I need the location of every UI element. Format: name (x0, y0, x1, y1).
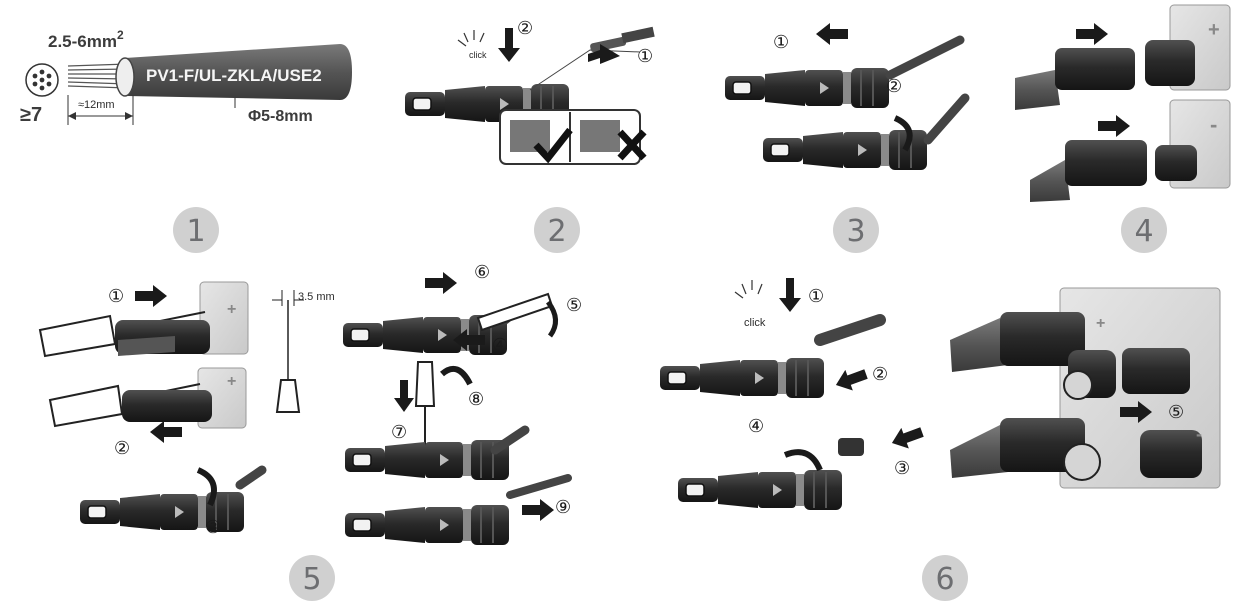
step2-click-label: click (469, 50, 487, 60)
step5-marker-9: ⑨ (555, 497, 571, 518)
correct-check-icon (533, 127, 573, 164)
cable-type-label: PV1-F/UL-ZKLA/USE2 (146, 66, 322, 85)
step5-marker-7: ⑦ (391, 422, 407, 443)
cross-section-label: 2.5-6mm2 (48, 28, 124, 51)
svg-text:4: 4 (1134, 214, 1153, 249)
svg-text:1: 1 (186, 214, 205, 249)
step6-minus-sign: - (1196, 424, 1202, 444)
step3-marker-2: ② (886, 76, 902, 97)
step5-marker-1: ① (108, 286, 124, 307)
step6-marker-3: ③ (894, 458, 910, 479)
incorrect-cross-icon (617, 129, 647, 161)
step2-illustration (404, 26, 655, 165)
step5-marker-6: ⑥ (474, 262, 490, 283)
strip-length-label: ≈12mm (78, 99, 115, 111)
svg-text:5: 5 (302, 562, 321, 597)
screwdriver-width-label: 3.5 mm (298, 291, 335, 303)
cable-diameter-label: Φ5-8mm (248, 108, 313, 125)
svg-text:6: 6 (935, 562, 954, 597)
step6-marker-4: ④ (748, 416, 764, 437)
tighten-arrow-icon (893, 115, 913, 152)
step-badge-5: 5 (289, 555, 335, 601)
step-badge-1: 1 (173, 207, 219, 253)
sealing-plug (838, 438, 864, 456)
step6-click-label: click (744, 317, 766, 329)
step-badge-2: 2 (534, 207, 580, 253)
step4-plus-sign: + (1208, 19, 1220, 41)
step5-marker-2: ② (114, 438, 130, 459)
step3-marker-1: ① (773, 32, 789, 53)
step1-illustration (25, 44, 352, 125)
step4-illustration (1015, 4, 1231, 202)
step2-marker-1: ① (637, 46, 653, 67)
screwdriver-icon (275, 379, 301, 413)
step6-marker-1: ① (808, 286, 824, 307)
step-badge-4: 4 (1121, 207, 1167, 253)
step6-marker-2: ② (872, 364, 888, 385)
svg-text:3: 3 (846, 214, 865, 249)
step5-illustration (38, 272, 572, 546)
step5-plus-sign-2: + (227, 373, 236, 390)
step5-plus-sign: + (227, 301, 236, 318)
strand-count-label: ≥7 (20, 104, 42, 126)
step3-illustration (724, 23, 970, 171)
pv-cable (118, 44, 352, 100)
step4-minus-sign: - (1210, 112, 1217, 137)
step6-marker-5: ⑤ (1168, 402, 1184, 423)
step2-marker-2: ② (517, 18, 533, 39)
svg-text:2: 2 (547, 214, 566, 249)
step-badge-6: 6 (922, 555, 968, 601)
step5-marker-5: ⑤ (566, 295, 582, 316)
step5-marker-3: ③ (205, 517, 221, 538)
step6-plus-sign: + (1096, 315, 1105, 332)
step5-marker-8: ⑧ (468, 389, 484, 410)
crimp-contact (590, 36, 627, 53)
step5-marker-4: ④ (492, 335, 508, 356)
step6-illustration (659, 278, 1221, 511)
step-badge-3: 3 (833, 207, 879, 253)
